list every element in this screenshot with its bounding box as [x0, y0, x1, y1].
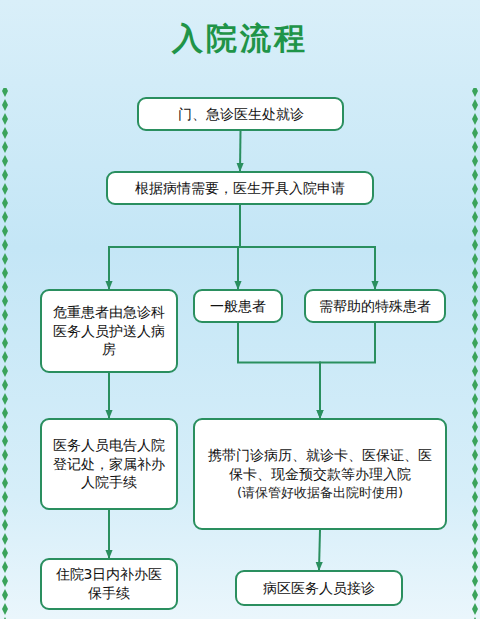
box-text: 根据病情需要，医生开具入院申请 [135, 179, 345, 198]
flow-arrow [240, 205, 375, 289]
flow-arrow [239, 131, 242, 171]
box-text: (请保管好收据备出院时使用) [237, 484, 403, 502]
flow-arrow [238, 323, 320, 418]
flow-arrow [320, 323, 375, 418]
box-text: 携带门诊病历、就诊卡、医保证、医保卡、现金预交款等办理入院 [202, 446, 438, 484]
right-chain [469, 88, 479, 619]
flow-arrow [109, 205, 240, 289]
box-text: 住院3日内补办医保手续 [49, 565, 169, 603]
flow-arrow [108, 373, 110, 418]
title: 入院流程 [0, 18, 480, 60]
process-box: 根据病情需要，医生开具入院申请 [106, 171, 374, 205]
flow-arrow [319, 530, 320, 570]
box-text: 医务人员电告人院登记处，家属补办人院手续 [49, 436, 169, 493]
process-box: 病区医务人员接诊 [235, 570, 403, 606]
process-box: 需帮助的特殊患者 [304, 289, 446, 323]
process-box: 门、急诊医生处就诊 [137, 97, 344, 131]
process-box: 住院3日内补办医保手续 [40, 558, 178, 610]
process-box: 医务人员电告人院登记处，家属补办人院手续 [40, 418, 178, 510]
box-text: 病区医务人员接诊 [263, 579, 375, 598]
box-text: 需帮助的特殊患者 [319, 297, 431, 316]
box-text: 一般患者 [210, 297, 266, 316]
process-box: 危重患者由急诊科医务人员护送人病房 [40, 289, 178, 373]
left-chain [1, 88, 11, 619]
process-box: 一般患者 [193, 289, 283, 323]
process-box: 携带门诊病历、就诊卡、医保证、医保卡、现金预交款等办理入院(请保管好收据备出院时… [193, 418, 447, 530]
box-text: 危重患者由急诊科医务人员护送人病房 [49, 303, 169, 360]
flow-arrow [108, 510, 110, 558]
box-text: 门、急诊医生处就诊 [178, 105, 304, 124]
